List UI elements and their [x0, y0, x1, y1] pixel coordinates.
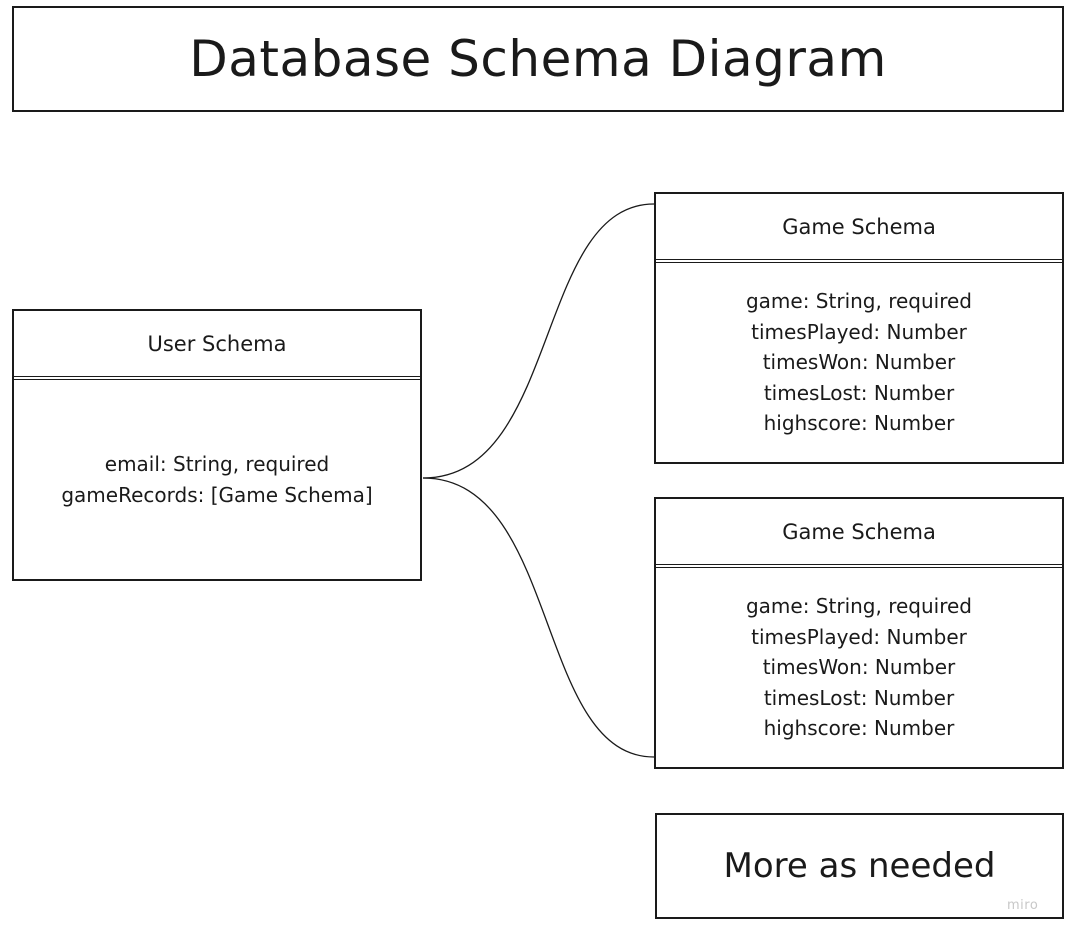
user-schema-name: User Schema	[147, 331, 287, 356]
user-schema-header: User Schema	[14, 311, 420, 380]
user-schema-fields: email: String, required gameRecords: [Ga…	[14, 380, 420, 579]
connector-user-to-game-1	[422, 203, 655, 479]
miro-watermark: miro	[1007, 898, 1039, 913]
field-row: timesLost: Number	[763, 380, 955, 405]
game-schema-fields: game: String, required timesPlayed: Numb…	[656, 568, 1062, 767]
game-schema-header: Game Schema	[656, 499, 1062, 568]
field-row: highscore: Number	[763, 411, 955, 436]
field-row: timesWon: Number	[762, 350, 956, 375]
field-row: game: String, required	[745, 289, 973, 314]
field-row: email: String, required	[104, 452, 330, 476]
field-row: game: String, required	[745, 594, 973, 619]
more-as-needed-label: More as needed	[723, 846, 996, 886]
diagram-title: Database Schema Diagram	[189, 30, 887, 88]
field-row: timesPlayed: Number	[751, 624, 967, 649]
field-row: gameRecords: [Game Schema]	[61, 482, 373, 507]
field-row: timesPlayed: Number	[751, 319, 967, 344]
game-schema-name: Game Schema	[782, 214, 936, 239]
field-row: timesWon: Number	[762, 655, 956, 680]
game-schema-fields: game: String, required timesPlayed: Numb…	[656, 263, 1062, 462]
field-row: highscore: Number	[763, 716, 955, 741]
connector-user-to-game-2	[422, 477, 655, 758]
game-schema-header: Game Schema	[656, 194, 1062, 263]
game-schema-entity-2[interactable]: Game Schema game: String, required times…	[654, 497, 1064, 769]
more-as-needed-box[interactable]: More as needed	[655, 813, 1064, 919]
diagram-title-box[interactable]: Database Schema Diagram	[12, 6, 1064, 112]
game-schema-name: Game Schema	[782, 519, 936, 544]
user-schema-entity[interactable]: User Schema email: String, required game…	[12, 309, 422, 581]
game-schema-entity-1[interactable]: Game Schema game: String, required times…	[654, 192, 1064, 464]
field-row: timesLost: Number	[763, 685, 955, 710]
